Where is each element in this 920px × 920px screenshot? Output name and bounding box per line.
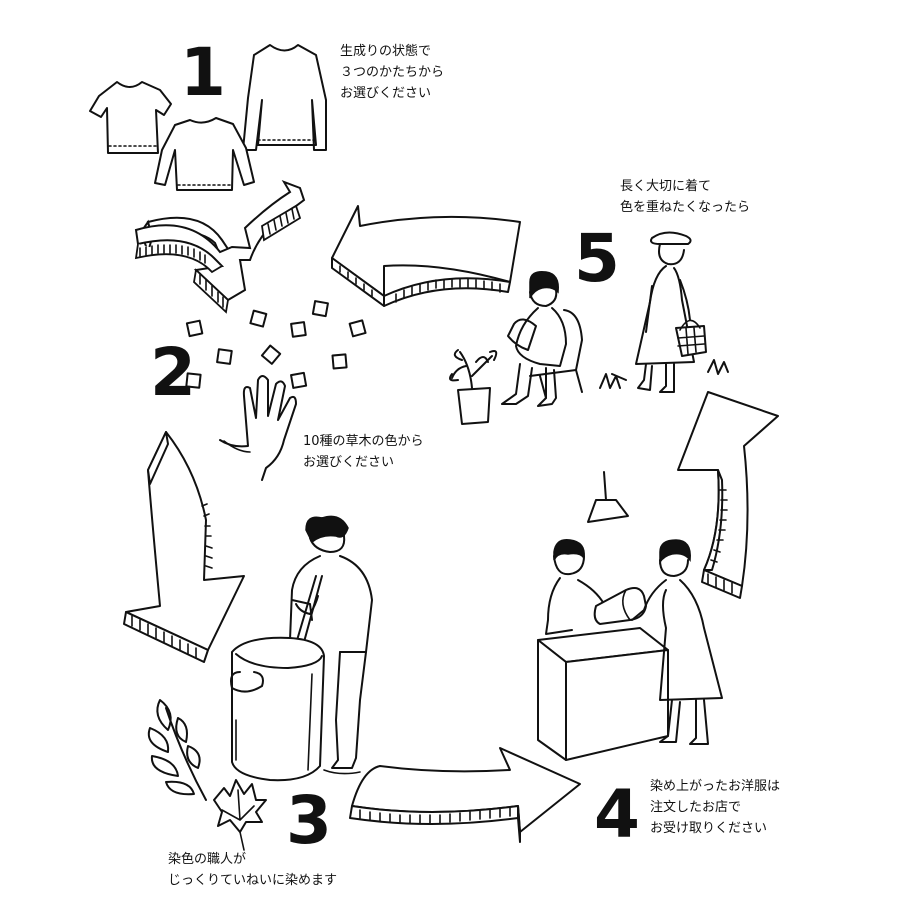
caption-line: 色を重ねたくなったら [620,200,751,215]
cycle-arrow-icon [349,747,581,843]
grass-tufts-icon [599,359,729,389]
caption-line: 10種の草木の色から [303,434,424,449]
caption-line: じっくりていねいに染めます [168,873,338,888]
dye-vat-icon [230,636,325,782]
shop-counter-icon [537,627,669,761]
cycle-arrow-icon [123,431,245,663]
merge-arrow-icon [134,180,306,314]
caption-line: お選びください [340,86,432,101]
t-shirt-icon [89,81,172,154]
caption-line: 長く大切に着て [620,179,712,194]
step-5-number: 5 [574,220,620,297]
step-2-caption: 10種の草木の色から お選びください [303,431,424,473]
woman-with-basket-icon [635,231,707,393]
step-1-number: 1 [180,34,226,111]
step-3-caption: 染色の職人が じっくりていねいに染めます [168,849,337,891]
caption-line: 生成りの状態で [340,44,432,59]
caption-line: 染色の職人が [168,852,247,867]
step-3-number: 3 [286,782,332,859]
caption-line: ３つのかたちから [340,65,445,80]
maple-leaf-icon [213,779,267,851]
step-1-caption: 生成りの状態で ３つのかたちから お選びください [340,41,444,104]
parcel-icon [593,587,647,625]
caption-line: 注文したお店で [650,800,742,815]
step-4-caption: 染め上がったお洋服は 注文したお店で お受け取りください [650,776,780,839]
color-swatches-icon [185,300,367,389]
customer-receiving-icon [631,539,723,745]
seated-person-reading-icon [501,270,583,407]
caption-line: お受け取りください [650,821,768,836]
step-5-caption: 長く大切に着て 色を重ねたくなったら [620,176,750,218]
potted-plant-icon [449,349,498,425]
floor-hint [323,769,361,775]
cycle-arrow-icon [331,205,521,307]
step-2-number: 2 [150,334,196,411]
caption-line: お選びください [303,455,395,470]
long-sleeve-top-icon [154,117,255,191]
pendant-lamp-icon [587,471,629,523]
open-hand-icon [219,375,297,481]
caption-line: 染め上がったお洋服は [650,779,781,794]
dress-icon [242,44,327,151]
cycle-arrow-icon [677,391,779,599]
leaf-sprig-icon [147,699,207,801]
step-4-number: 4 [594,776,640,853]
